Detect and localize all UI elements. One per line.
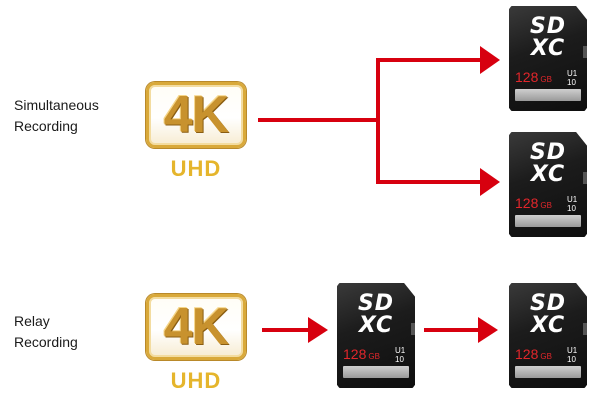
sdxc-logo: SD XC: [357, 291, 395, 338]
card-notch: [583, 323, 587, 335]
row-label-line: Simultaneous: [14, 97, 99, 113]
speed-class-icons: U1 10: [395, 346, 406, 364]
badge-frame: [146, 82, 246, 148]
card-notch: [583, 46, 587, 58]
card-label-strip: [515, 89, 581, 101]
card-notch: [583, 172, 587, 184]
card-label-strip: [515, 366, 581, 378]
card-notch: [411, 323, 415, 335]
speed-class-icons: U1 10: [567, 346, 578, 364]
relay-arrow-2-icon: [478, 317, 498, 343]
sdxc-logo: SD XC: [529, 14, 567, 61]
row-label-simultaneous: Simultaneous Recording: [14, 95, 99, 137]
sim-arrow-top-icon: [480, 46, 500, 74]
row-label-relay: Relay Recording: [14, 311, 78, 353]
speed-class-icons: U1 10: [567, 195, 578, 213]
badge-uhd-text: UHD: [170, 368, 222, 393]
row-label-line: Recording: [14, 118, 78, 134]
badge-4k-text: 4K: [163, 298, 229, 356]
sdxc-logo: SD XC: [529, 291, 567, 338]
sdxc-logo: SD XC: [529, 140, 567, 187]
badge-uhd-text: UHD: [170, 156, 222, 181]
row-label-line: Recording: [14, 334, 78, 350]
speed-class-icons: U1 10: [567, 69, 578, 87]
row-label-line: Relay: [14, 313, 50, 329]
badge-4k-text: 4K: [163, 86, 229, 144]
relay-arrow-1-icon: [308, 317, 328, 343]
card-label-strip: [515, 215, 581, 227]
sim-arrow-bottom-icon: [480, 168, 500, 196]
badge-frame: [146, 294, 246, 360]
card-label-strip: [343, 366, 409, 378]
